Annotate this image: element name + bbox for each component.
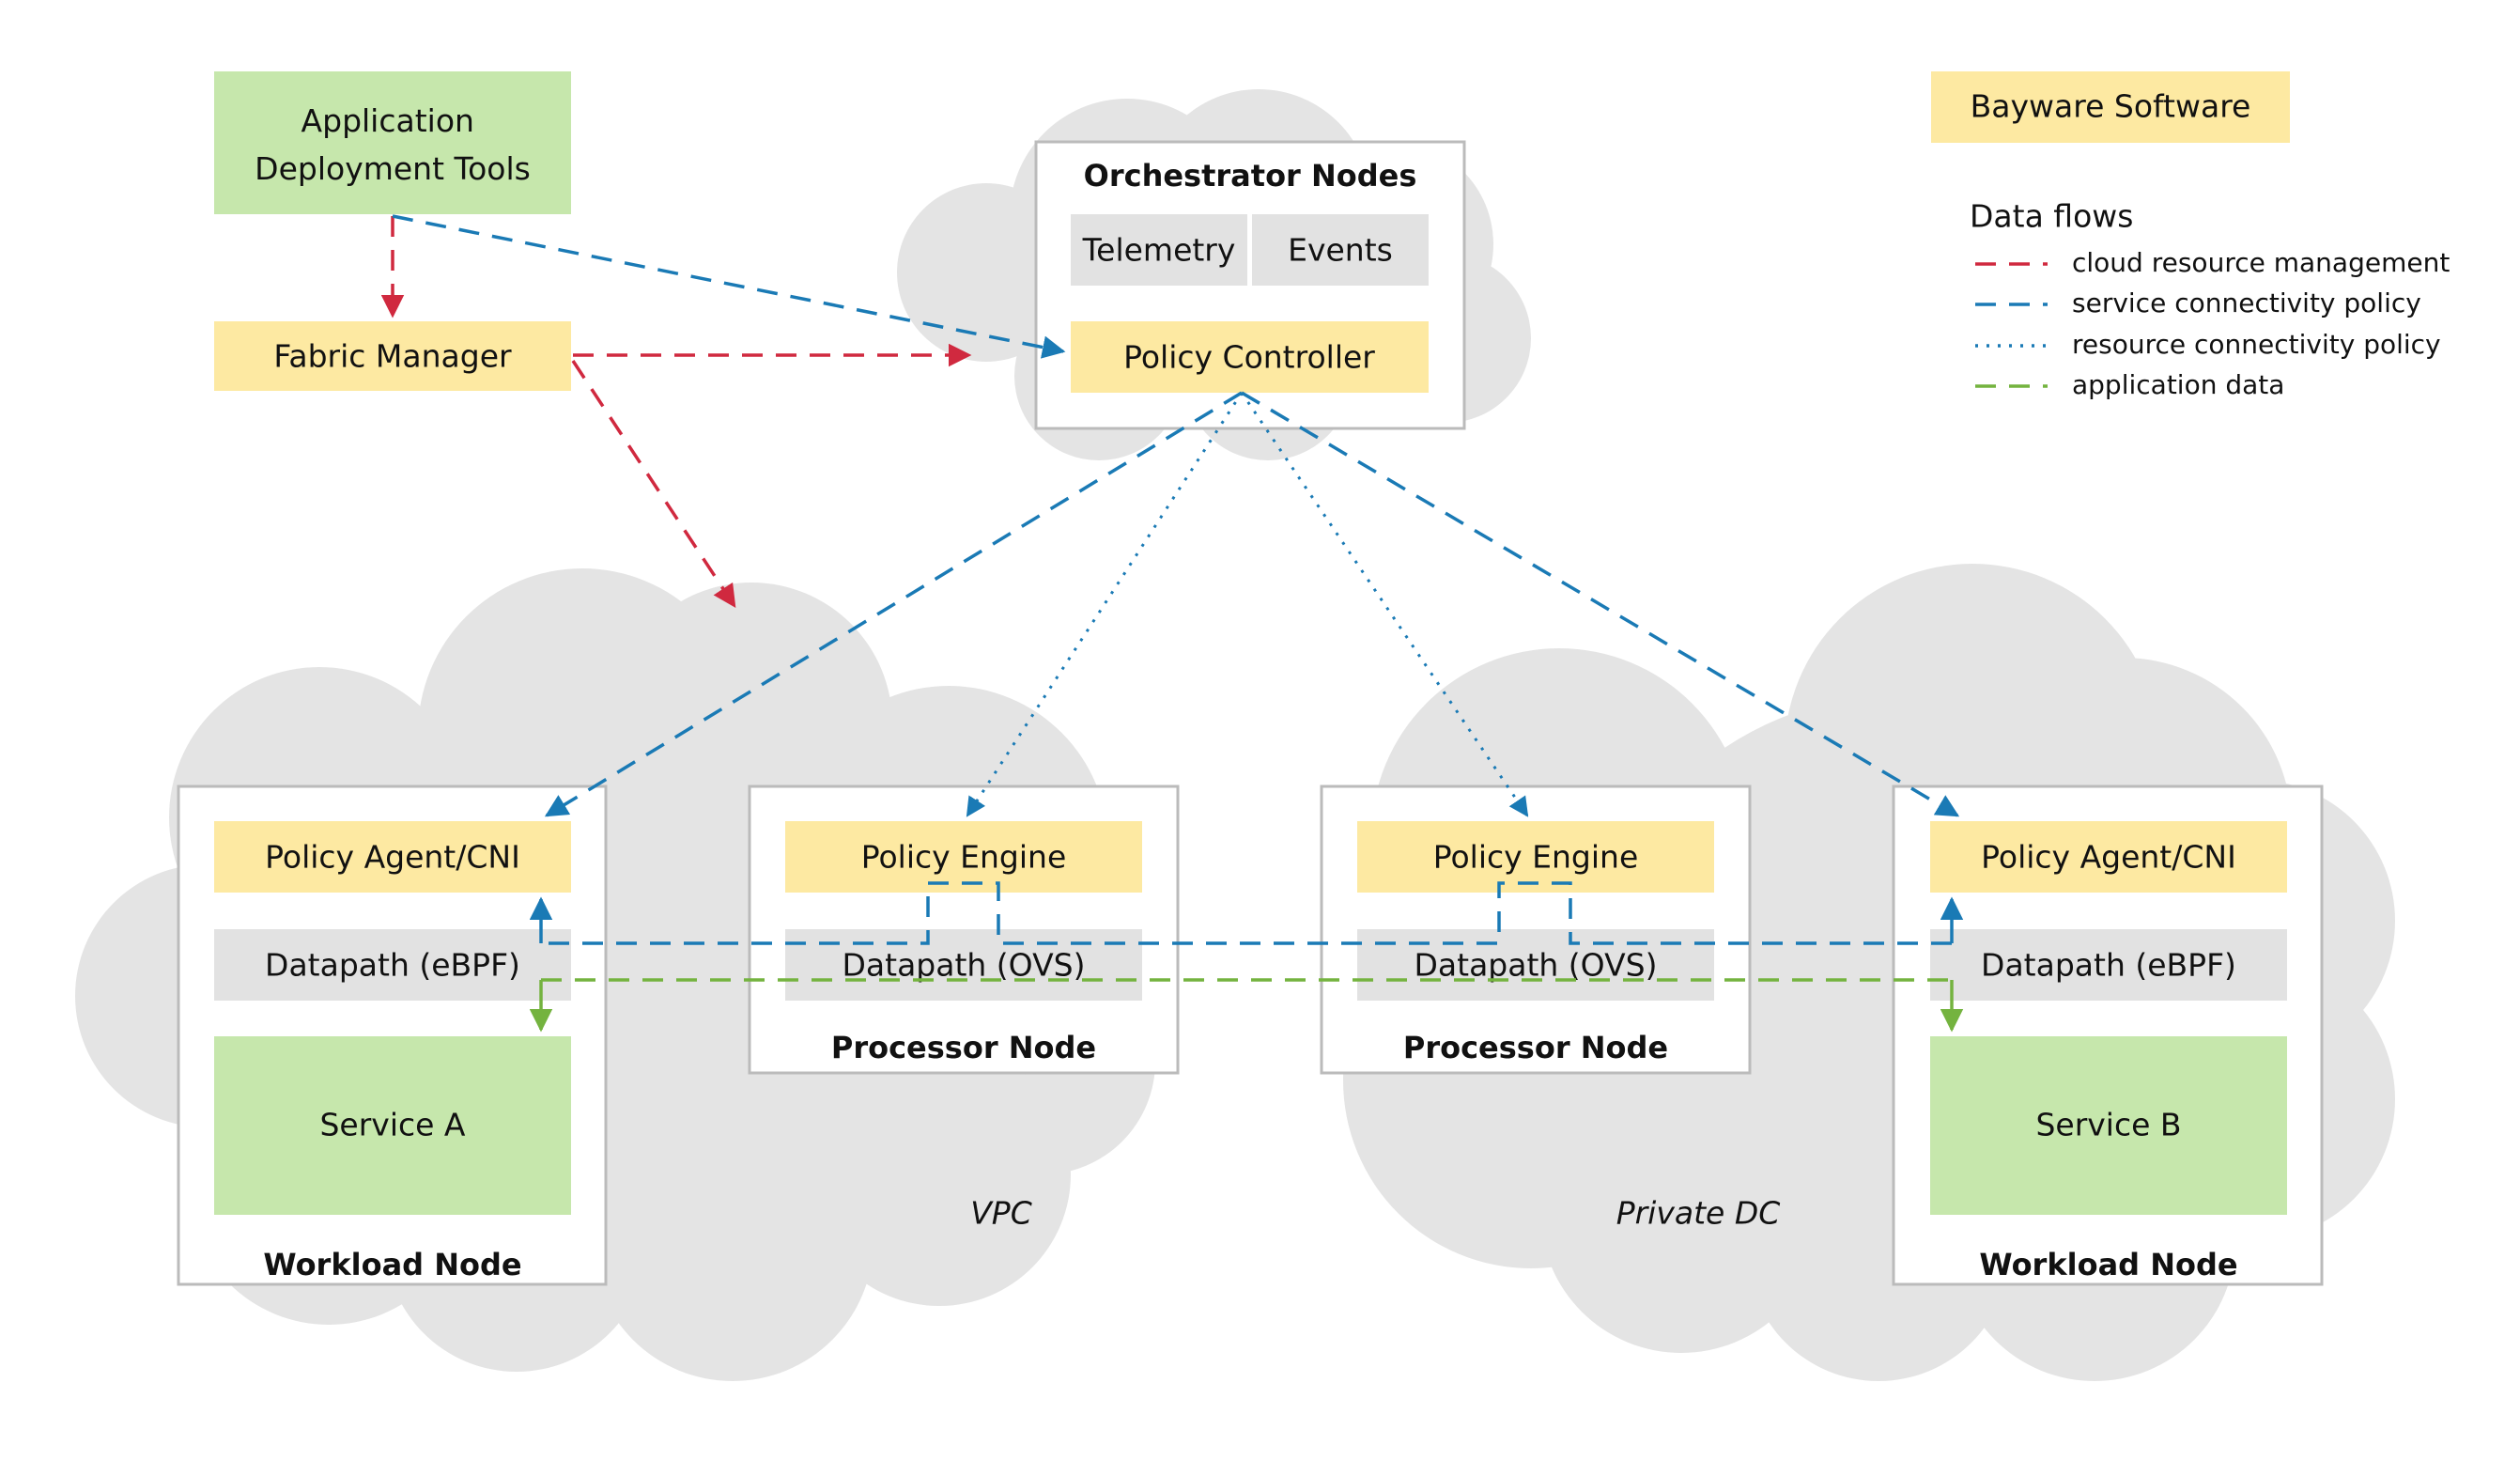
workload-node-a: Policy Agent/CNI Datapath (eBPF) Service… bbox=[177, 785, 608, 1286]
workload-b-title: Workload Node bbox=[1979, 1247, 2237, 1282]
processor-2-datapath-label: Datapath (OVS) bbox=[1415, 947, 1658, 984]
vpc-label: VPC bbox=[970, 1195, 1032, 1232]
app-tools-line-2: Deployment Tools bbox=[255, 150, 531, 187]
flow-controller-to-agent-a bbox=[544, 391, 1243, 817]
legend-bayware-swatch bbox=[1931, 71, 2290, 143]
application-deployment-tools: Application Deployment Tools bbox=[214, 71, 571, 214]
processor-2-title: Processor Node bbox=[1403, 1030, 1668, 1065]
app-tools-label: Application Deployment Tools bbox=[255, 102, 531, 187]
orchestrator-nodes: Orchestrator Nodes Telemetry Events Poli… bbox=[1034, 140, 1466, 430]
legend-label-resource-connectivity: resource connectivity policy bbox=[2072, 329, 2441, 360]
application-data-flows bbox=[529, 978, 1964, 1033]
processor-2-datapath-box bbox=[1357, 929, 1714, 1001]
fabric-manager-label: Fabric Manager bbox=[273, 338, 512, 375]
flow-app-tools-to-policy-controller bbox=[392, 214, 1066, 359]
workload-a-datapath-box bbox=[214, 929, 571, 1001]
private-dc-label: Private DC bbox=[1616, 1195, 1781, 1232]
service-b-box bbox=[1930, 1036, 2287, 1215]
cloud-resource-management-flows bbox=[380, 216, 972, 609]
workload-a-agent-box bbox=[214, 821, 571, 893]
flow-service-path-blue bbox=[541, 881, 1952, 945]
workload-b-datapath-box bbox=[1930, 929, 2287, 1001]
fabric-manager-box bbox=[214, 321, 571, 391]
app-tools-box bbox=[214, 71, 571, 214]
processor-2-engine-label: Policy Engine bbox=[1433, 839, 1639, 876]
service-a-label: Service A bbox=[319, 1107, 465, 1143]
legend-label-service-connectivity: service connectivity policy bbox=[2072, 287, 2421, 319]
workload-b-agent-label: Policy Agent/CNI bbox=[1981, 839, 2236, 876]
events-label: Events bbox=[1288, 232, 1393, 269]
service-a-box bbox=[214, 1036, 571, 1215]
processor-1-engine-box bbox=[785, 821, 1142, 893]
service-b-label: Service B bbox=[2035, 1107, 2181, 1143]
flow-controller-to-agent-b bbox=[1241, 391, 1960, 817]
telemetry-label: Telemetry bbox=[1082, 232, 1236, 269]
flow-fabric-manager-to-vpc bbox=[571, 360, 736, 609]
processor-1-datapath-box bbox=[785, 929, 1142, 1001]
workload-node-b: Policy Agent/CNI Datapath (eBPF) Service… bbox=[1892, 785, 2324, 1286]
workload-a-title: Workload Node bbox=[263, 1247, 521, 1282]
app-tools-line-1: Application bbox=[301, 102, 474, 139]
legend-label-application-data: application data bbox=[2072, 369, 2284, 400]
workload-b-datapath-label: Datapath (eBPF) bbox=[1981, 947, 2236, 984]
processor-node-2: Policy Engine Datapath (OVS) Processor N… bbox=[1320, 785, 1752, 1075]
legend-data-flows-title: Data flows bbox=[1970, 198, 2133, 235]
processor-1-datapath-label: Datapath (OVS) bbox=[843, 947, 1086, 984]
legend: Bayware Software Data flows cloud resour… bbox=[1931, 71, 2450, 400]
policy-controller-label: Policy Controller bbox=[1123, 339, 1375, 376]
workload-b-agent-box bbox=[1930, 821, 2287, 893]
processor-1-title: Processor Node bbox=[831, 1030, 1096, 1065]
legend-label-cloud-resource: cloud resource management bbox=[2072, 247, 2450, 278]
service-connectivity-policy-flows bbox=[392, 214, 1964, 945]
fabric-manager: Fabric Manager bbox=[214, 321, 571, 391]
workload-a-agent-label: Policy Agent/CNI bbox=[265, 839, 520, 876]
events-box bbox=[1252, 214, 1429, 286]
telemetry-box bbox=[1071, 214, 1247, 286]
orchestrator-title: Orchestrator Nodes bbox=[1084, 158, 1417, 194]
legend-bayware-label: Bayware Software bbox=[1971, 88, 2251, 125]
workload-a-datapath-label: Datapath (eBPF) bbox=[265, 947, 520, 984]
policy-controller-box bbox=[1071, 321, 1429, 393]
processor-1-engine-label: Policy Engine bbox=[861, 839, 1067, 876]
processor-node-1: Policy Engine Datapath (OVS) Processor N… bbox=[748, 785, 1180, 1075]
processor-2-engine-box bbox=[1357, 821, 1714, 893]
